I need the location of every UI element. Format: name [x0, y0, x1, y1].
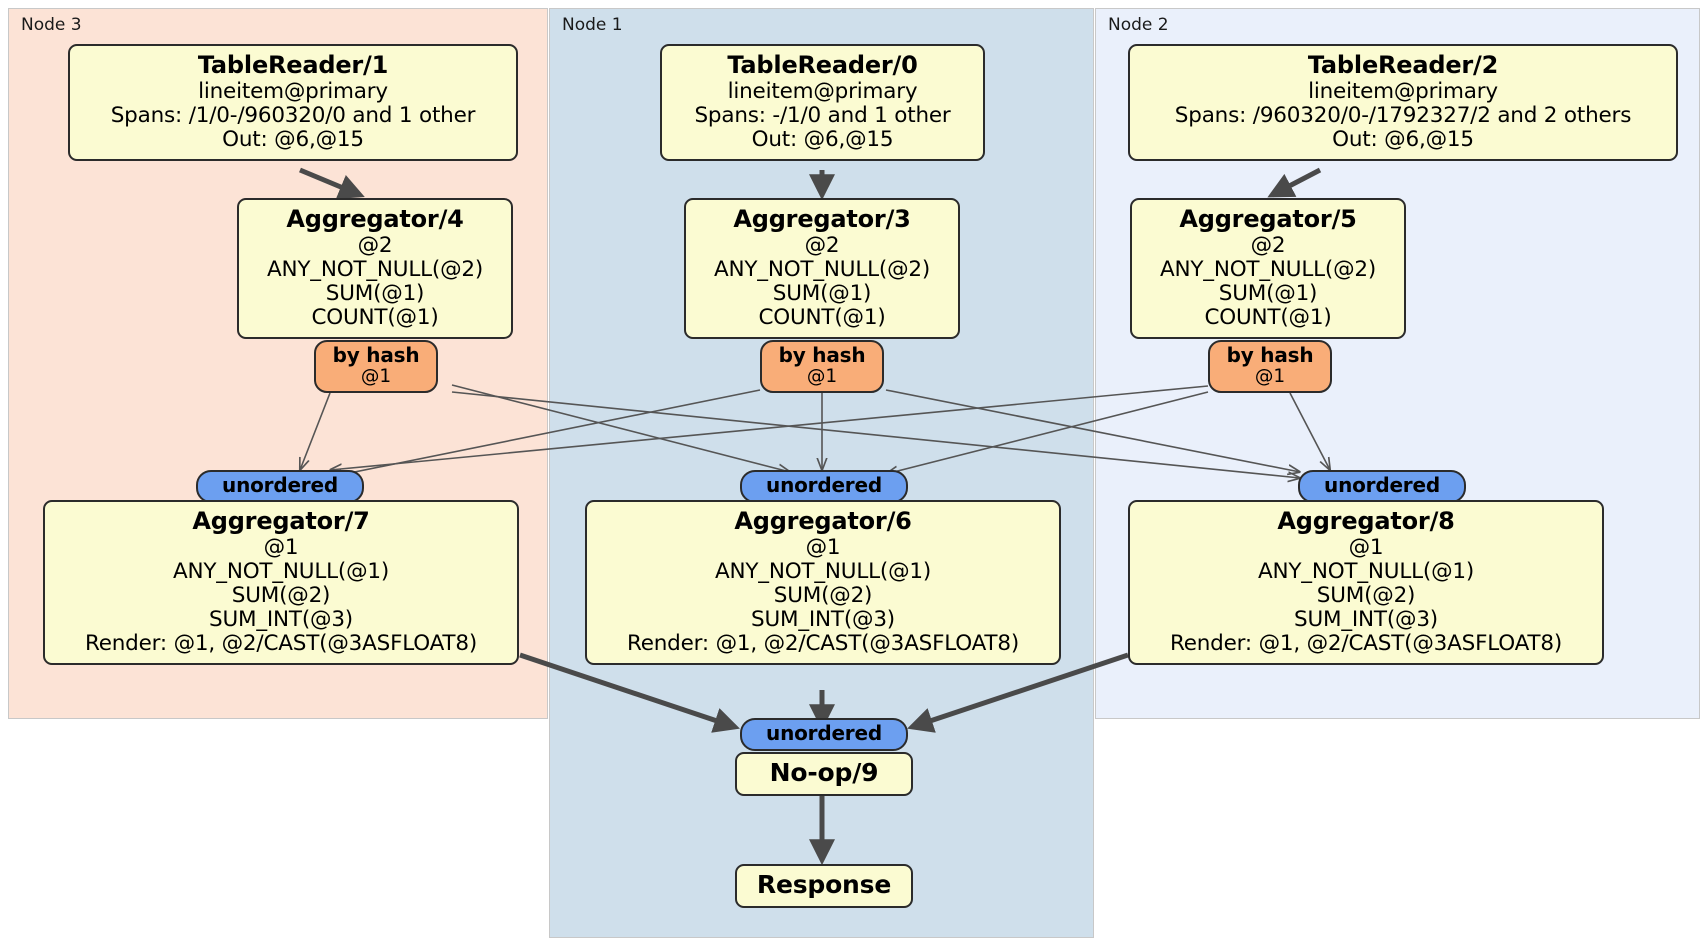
processor-title: TableReader/1 — [197, 51, 389, 79]
processor-line: @2 — [357, 232, 393, 258]
badge-unordered-left[interactable]: unordered — [196, 470, 364, 503]
badge-label: by hash — [1226, 343, 1314, 367]
processor-line: Spans: /1/0-/960320/0 and 1 other — [110, 102, 476, 128]
processor-tablereader-1[interactable]: TableReader/1 lineitem@primary Spans: /1… — [68, 44, 518, 162]
processor-aggregator-3[interactable]: Aggregator/3 @2 ANY_NOT_NULL(@2) SUM(@1)… — [684, 198, 960, 340]
processor-title: Response — [756, 870, 892, 899]
processor-aggregator-5[interactable]: Aggregator/5 @2 ANY_NOT_NULL(@2) SUM(@1)… — [1130, 198, 1406, 340]
processor-line: Out: @6,@15 — [751, 127, 894, 153]
badge-unordered-final[interactable]: unordered — [740, 718, 908, 751]
processor-title: Aggregator/7 — [192, 507, 370, 535]
processor-line: @1 — [805, 534, 841, 560]
processor-title: Aggregator/6 — [734, 507, 912, 535]
node-panel-label-node2: Node 2 — [1108, 15, 1169, 35]
processor-line: ANY_NOT_NULL(@1) — [714, 558, 932, 584]
processor-title: Aggregator/4 — [286, 205, 464, 233]
processor-response[interactable]: Response — [735, 864, 913, 908]
processor-title: TableReader/2 — [1307, 51, 1499, 79]
badge-unordered-right[interactable]: unordered — [1298, 470, 1466, 503]
badge-hash-router-right[interactable]: by hash @1 — [1208, 340, 1332, 393]
processor-line: COUNT(@1) — [311, 305, 439, 331]
badge-label: unordered — [1324, 473, 1440, 497]
processor-title: Aggregator/3 — [733, 205, 911, 233]
badge-label: unordered — [766, 721, 882, 745]
processor-noop-9[interactable]: No-op/9 — [735, 752, 913, 796]
processor-line: @1 — [263, 534, 299, 560]
processor-title: TableReader/0 — [727, 51, 918, 79]
processor-line: lineitem@primary — [1308, 78, 1498, 104]
processor-line: lineitem@primary — [198, 78, 388, 104]
badge-sublabel: @1 — [360, 365, 392, 387]
processor-line: SUM(@2) — [231, 583, 331, 609]
processor-line: SUM(@2) — [773, 583, 873, 609]
processor-title: No-op/9 — [769, 758, 879, 787]
processor-title: Aggregator/8 — [1277, 507, 1455, 535]
processor-line: Spans: -/1/0 and 1 other — [694, 102, 951, 128]
node-panel-label-node1: Node 1 — [562, 15, 623, 35]
processor-tablereader-2[interactable]: TableReader/2 lineitem@primary Spans: /9… — [1128, 44, 1678, 162]
processor-tablereader-0[interactable]: TableReader/0 lineitem@primary Spans: -/… — [660, 44, 985, 162]
processor-line: ANY_NOT_NULL(@2) — [713, 256, 931, 282]
processor-line: SUM(@1) — [1218, 281, 1318, 307]
processor-line: SUM(@2) — [1316, 583, 1416, 609]
badge-sublabel: @1 — [806, 365, 838, 387]
processor-aggregator-6[interactable]: Aggregator/6 @1 ANY_NOT_NULL(@1) SUM(@2)… — [585, 500, 1061, 666]
processor-line: @1 — [1348, 534, 1384, 560]
badge-sublabel: @1 — [1254, 365, 1286, 387]
processor-line: COUNT(@1) — [758, 305, 886, 331]
processor-line: ANY_NOT_NULL(@1) — [172, 558, 390, 584]
processor-line: SUM_INT(@3) — [751, 607, 895, 633]
processor-title: Aggregator/5 — [1179, 205, 1357, 233]
processor-line: Render: @1, @2/CAST(@3ASFLOAT8) — [626, 631, 1020, 657]
processor-line: SUM(@1) — [772, 281, 872, 307]
processor-line: @2 — [804, 232, 840, 258]
processor-line: ANY_NOT_NULL(@2) — [266, 256, 484, 282]
processor-line: ANY_NOT_NULL(@2) — [1159, 256, 1377, 282]
processor-line: Spans: /960320/0-/1792327/2 and 2 others — [1174, 102, 1632, 128]
processor-aggregator-7[interactable]: Aggregator/7 @1 ANY_NOT_NULL(@1) SUM(@2)… — [43, 500, 519, 666]
processor-line: ANY_NOT_NULL(@1) — [1257, 558, 1475, 584]
processor-line: SUM_INT(@3) — [209, 607, 353, 633]
processor-line: @2 — [1250, 232, 1286, 258]
badge-unordered-center[interactable]: unordered — [740, 470, 908, 503]
processor-line: COUNT(@1) — [1204, 305, 1332, 331]
badge-label: unordered — [766, 473, 882, 497]
processor-line: SUM(@1) — [325, 281, 425, 307]
processor-line: SUM_INT(@3) — [1294, 607, 1438, 633]
badge-hash-router-center[interactable]: by hash @1 — [760, 340, 884, 393]
processor-line: Render: @1, @2/CAST(@3ASFLOAT8) — [84, 631, 478, 657]
processor-line: Render: @1, @2/CAST(@3ASFLOAT8) — [1169, 631, 1563, 657]
processor-line: Out: @6,@15 — [222, 127, 364, 153]
badge-label: by hash — [332, 343, 420, 367]
processor-line: Out: @6,@15 — [1332, 127, 1474, 153]
processor-aggregator-8[interactable]: Aggregator/8 @1 ANY_NOT_NULL(@1) SUM(@2)… — [1128, 500, 1604, 666]
processor-aggregator-4[interactable]: Aggregator/4 @2 ANY_NOT_NULL(@2) SUM(@1)… — [237, 198, 513, 340]
badge-hash-router-left[interactable]: by hash @1 — [314, 340, 438, 393]
node-panel-label-node3: Node 3 — [21, 15, 82, 35]
processor-line: lineitem@primary — [727, 78, 918, 104]
badge-label: by hash — [778, 343, 866, 367]
badge-label: unordered — [222, 473, 338, 497]
